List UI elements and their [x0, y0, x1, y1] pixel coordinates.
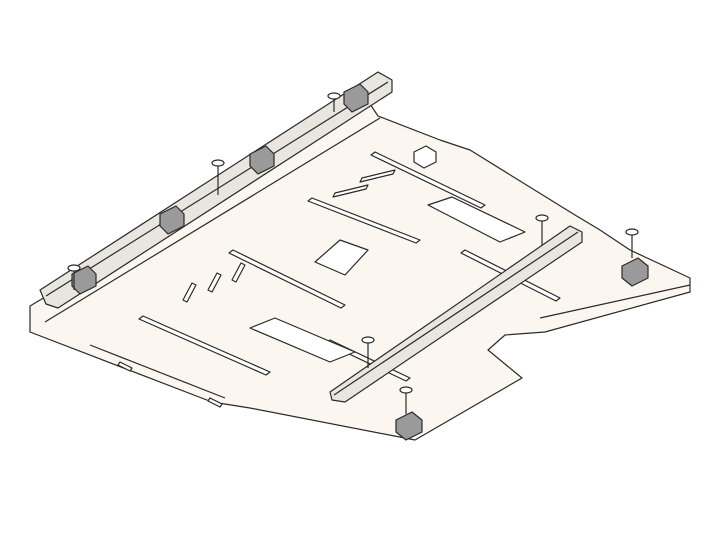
- rail-clips: [71, 83, 369, 295]
- pad: [249, 317, 356, 363]
- skid-plate: [29, 103, 691, 441]
- service-hole: [314, 239, 369, 276]
- rail-edge: [45, 81, 389, 297]
- bend-line-front: [89, 344, 226, 399]
- bolts: [67, 92, 639, 414]
- crossbar-edge: [333, 231, 579, 396]
- pad: [427, 196, 526, 243]
- bend-line-left: [44, 117, 381, 323]
- bend-line-right: [539, 284, 691, 319]
- loose-clips: [395, 145, 649, 441]
- stiffening-slots: [117, 151, 561, 408]
